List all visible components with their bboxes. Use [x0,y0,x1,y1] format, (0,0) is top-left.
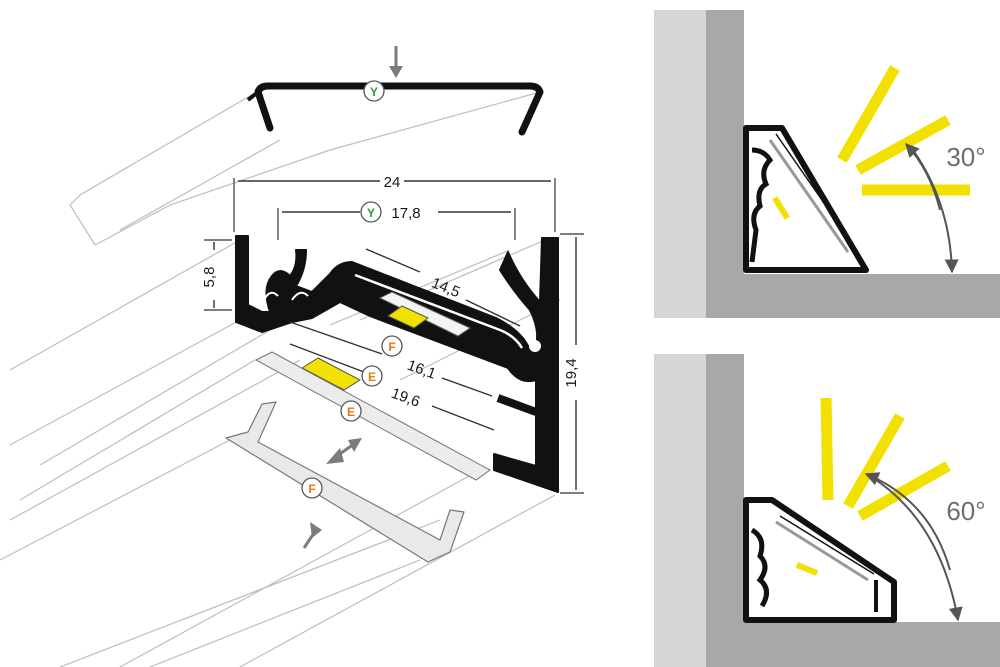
angle-label-top: 30° [946,142,985,172]
dim-height-lip-text: 5,8 [201,267,218,288]
ghost-extrusion-lines [0,89,561,667]
insert-arrow-top [389,46,403,78]
dim-height-total-text: 19,4 [563,358,580,387]
angle-arc-bottom [869,475,963,622]
angle-label-bottom: 60° [946,496,985,526]
dim-width-inner: Y 17,8 [277,201,516,240]
mounting-example-30: 30° [654,10,1000,318]
badge-diffuser-e [361,365,383,387]
badge-diffuser-e2 [340,400,362,422]
light-ray-6 [857,461,951,521]
insert-arrow-bottom [302,522,322,549]
badge-clip-f [301,477,323,499]
mounting-example-60: 60° [654,354,1000,667]
badge-diffuser-f [381,335,403,357]
dim-width-total-text: 24 [384,174,401,191]
led-strip-upper [378,291,472,337]
dim-width-diffuser-e-text: 19,6 [389,385,422,411]
badge-inner-text: Y [367,206,375,220]
light-ray-1 [837,65,900,163]
wall-floor-bottom [706,622,1000,667]
dim-height-lip: 5,8 [201,239,232,311]
wall-vertical-bottom [706,354,744,667]
profile-bottom [743,497,897,623]
light-ray-5 [843,413,905,509]
slide-arrow [326,438,362,464]
aluminium-profile [235,235,559,493]
dim-width-inner-text: 17,8 [391,205,420,222]
badge-diffuser-e2-text: E [347,405,355,419]
dim-width-total: 24 [233,174,556,232]
badge-cover: Y [363,80,385,102]
dim-height-total: 19,4 [560,233,584,494]
led-strip-lower [254,351,491,481]
cover-lens [246,82,544,136]
badge-inner [360,201,382,223]
light-ray-2 [855,115,951,175]
badge-clip-f-text: F [308,482,315,496]
wall-floor-top [706,274,1000,318]
badge-cover-text: Y [370,85,378,99]
wall-vertical-top [706,10,744,318]
badge-diffuser-f-text: F [388,340,395,354]
mounting-clip: F [225,401,465,563]
badge-diffuser-e-text: E [368,370,376,384]
dim-width-diffuser-f-text: 16,1 [405,357,438,383]
light-ray-4 [820,397,834,501]
